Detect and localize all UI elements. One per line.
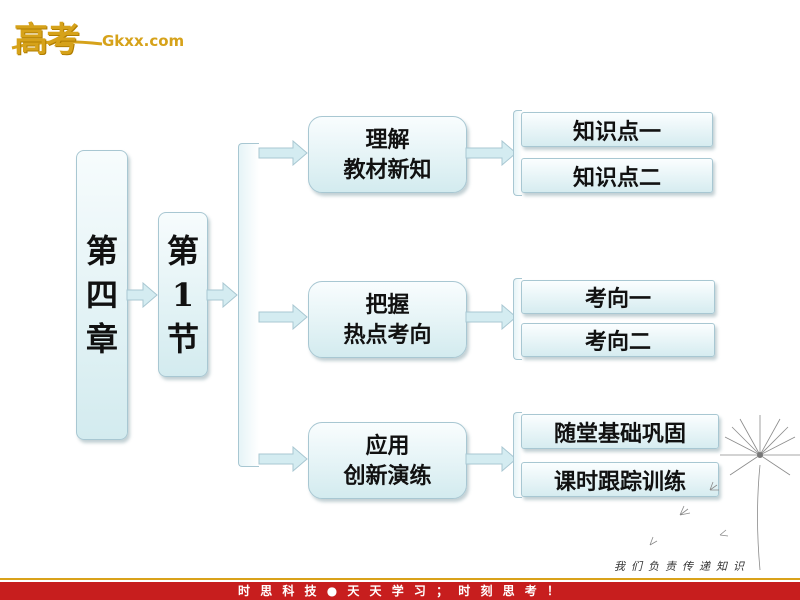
arrow-right-icon bbox=[465, 446, 517, 472]
chapter-char-2: 四 bbox=[85, 276, 118, 314]
arrow-right-icon bbox=[258, 140, 308, 166]
group-title-line-2: 创新演练 bbox=[343, 462, 432, 489]
sub-bracket bbox=[513, 110, 522, 196]
group-title-line-1: 理解 bbox=[365, 126, 410, 153]
logo-brand-cn: 高考 bbox=[14, 20, 80, 60]
section-box[interactable]: 第 1 节 bbox=[158, 212, 208, 377]
group-title-line-2: 教材新知 bbox=[343, 156, 432, 183]
list-item[interactable]: 知识点一 bbox=[521, 112, 713, 147]
section-char-3: 节 bbox=[166, 319, 199, 358]
footer-divider bbox=[0, 578, 800, 580]
footer-bar: 时 思 科 技 ● 天 天 学 习 ； 时 刻 思 考 ！ bbox=[0, 582, 800, 600]
slogan-text: 我们负责传递知识 bbox=[614, 560, 750, 573]
dandelion-icon bbox=[649, 415, 800, 571]
arrow-right-icon bbox=[206, 282, 238, 308]
logo-swoosh-icon bbox=[11, 40, 103, 50]
logo-brand-en: Gkxx.com bbox=[102, 32, 185, 50]
list-item[interactable]: 考向二 bbox=[521, 323, 715, 357]
sub-bracket bbox=[513, 278, 522, 360]
list-item[interactable]: 课时跟踪训练 bbox=[521, 462, 719, 497]
group-title-line-1: 应用 bbox=[365, 432, 410, 459]
section-char-2: 1 bbox=[171, 275, 195, 314]
arrow-right-icon bbox=[465, 140, 517, 166]
list-item[interactable]: 考向一 bbox=[521, 280, 715, 314]
site-logo[interactable]: 高考 Gkxx.com bbox=[10, 8, 190, 60]
group-title-line-1: 把握 bbox=[365, 291, 410, 318]
arrow-right-icon bbox=[258, 446, 308, 472]
arrow-right-icon bbox=[126, 282, 158, 308]
main-bracket bbox=[238, 143, 259, 467]
chapter-box[interactable]: 第 四 章 bbox=[76, 150, 128, 440]
arrow-right-icon bbox=[258, 304, 308, 330]
group-understand-box[interactable]: 理解 教材新知 bbox=[308, 116, 467, 193]
group-hotspot-box[interactable]: 把握 热点考向 bbox=[308, 281, 467, 358]
sub-bracket bbox=[513, 412, 522, 498]
section-char-1: 第 bbox=[166, 231, 199, 270]
list-item[interactable]: 知识点二 bbox=[521, 158, 713, 193]
group-practice-box[interactable]: 应用 创新演练 bbox=[308, 422, 467, 499]
chapter-char-3: 章 bbox=[85, 320, 118, 358]
chapter-char-1: 第 bbox=[85, 232, 118, 270]
group-title-line-2: 热点考向 bbox=[343, 321, 432, 348]
list-item[interactable]: 随堂基础巩固 bbox=[521, 414, 719, 449]
arrow-right-icon bbox=[465, 304, 517, 330]
